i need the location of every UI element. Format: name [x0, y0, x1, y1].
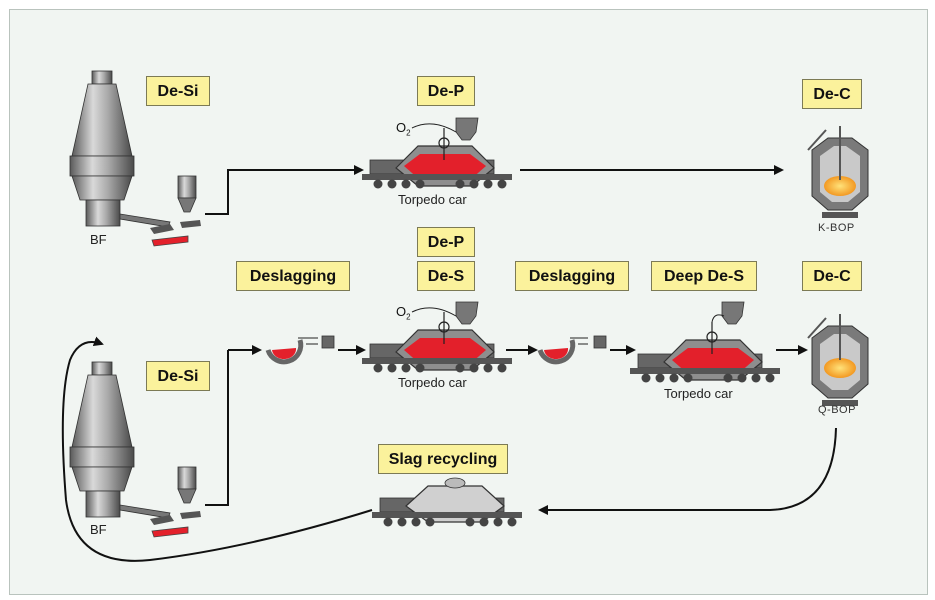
torpedo-car-deep	[630, 301, 780, 383]
torpedo-car-top	[362, 117, 512, 189]
tag-de-p-mid: De-P	[417, 227, 475, 257]
tag-deslagging-2: Deslagging	[515, 261, 629, 291]
tag-slag-recycling: Slag recycling	[378, 444, 508, 474]
caption-torpedo-top: Torpedo car	[398, 192, 467, 207]
tag-de-si-bottom: De-Si	[146, 361, 210, 391]
tag-deep-de-s: Deep De-S	[651, 261, 757, 291]
tag-deslagging-1: Deslagging	[236, 261, 350, 291]
caption-q-bop: Q-BOP	[818, 404, 856, 416]
desi-runner-top	[119, 175, 201, 247]
deslagging-ladle-2	[537, 335, 607, 365]
o2-label-mid: O2	[396, 304, 411, 322]
tag-de-c-top: De-C	[802, 79, 862, 109]
tag-de-c-mid: De-C	[802, 261, 862, 291]
torpedo-car-slag	[372, 477, 522, 527]
blast-furnace-top	[69, 70, 135, 227]
q-bop-converter	[807, 314, 869, 406]
caption-k-bop: K-BOP	[818, 222, 855, 234]
flow-arrows	[61, 165, 837, 562]
tag-de-si-top: De-Si	[146, 76, 210, 106]
caption-bf-bottom: BF	[90, 522, 107, 537]
tag-de-s-mid: De-S	[417, 261, 475, 291]
k-bop-converter	[807, 126, 869, 218]
caption-bf-top: BF	[90, 232, 107, 247]
desi-runner-bottom	[119, 466, 201, 538]
blast-furnace-bottom	[69, 361, 135, 518]
o2-label-top: O2	[396, 120, 411, 138]
tag-de-p-top: De-P	[417, 76, 475, 106]
caption-torpedo-mid: Torpedo car	[398, 375, 467, 390]
deslagging-ladle-1	[265, 335, 335, 365]
caption-torpedo-deep: Torpedo car	[664, 386, 733, 401]
torpedo-car-mid	[362, 301, 512, 373]
